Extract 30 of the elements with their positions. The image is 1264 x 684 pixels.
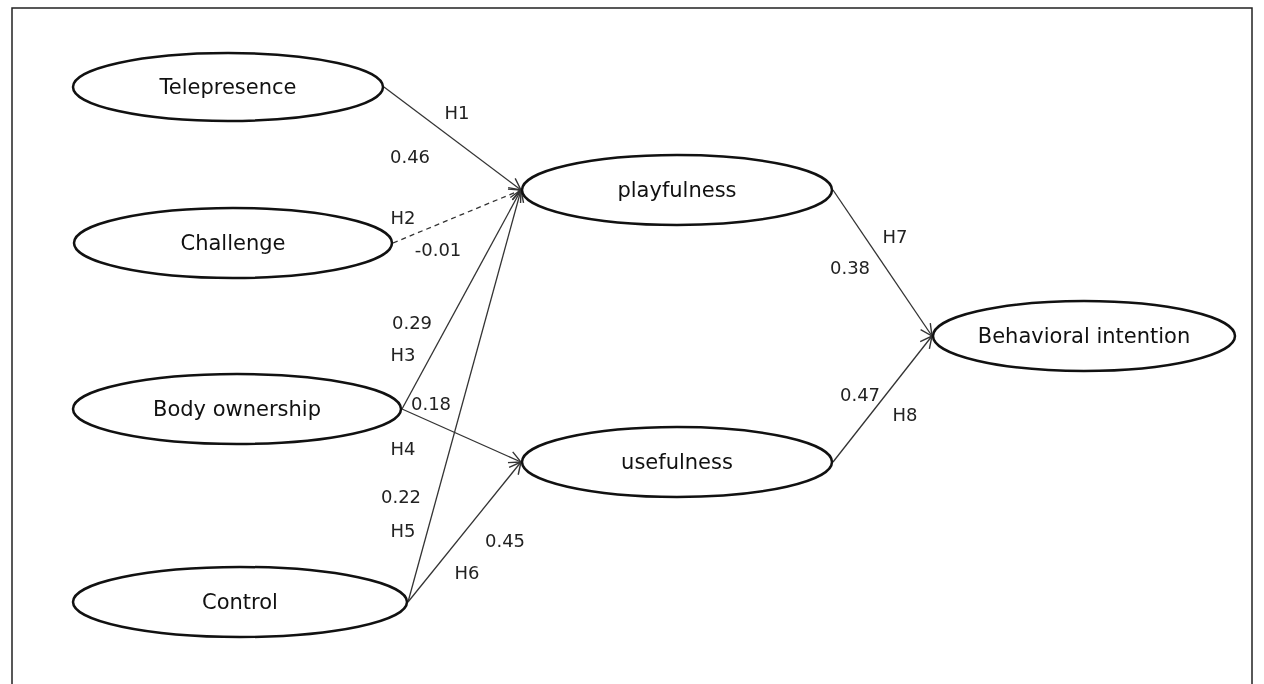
path-coefficient: 0.18 [410, 395, 452, 413]
path-arrow [401, 408, 522, 464]
construct-label: usefulness [620, 448, 734, 476]
hypothesis-label: H6 [454, 564, 480, 582]
path-coefficient: 0.45 [484, 532, 526, 550]
construct-label: Body ownership [152, 395, 322, 423]
construct-label: Control [201, 588, 279, 616]
construct-label: Telepresence [158, 73, 298, 101]
path-coefficient: 0.29 [391, 314, 433, 332]
construct-label: playfulness [616, 176, 738, 204]
construct-label: Behavioral intention [976, 322, 1192, 350]
hypothesis-label: H4 [390, 440, 416, 458]
path-coefficient: 0.47 [839, 386, 881, 404]
dashed-path-arrow [392, 188, 522, 244]
path-arrow [401, 189, 522, 410]
path-arrow [407, 461, 522, 603]
path-arrow [832, 189, 933, 337]
hypothesis-label: H3 [390, 346, 416, 364]
path-coefficient: 0.22 [380, 488, 422, 506]
hypothesis-label: H1 [444, 104, 470, 122]
path-arrow [832, 335, 933, 463]
path-arrow [383, 86, 522, 191]
hypothesis-label: H5 [390, 522, 416, 540]
path-coefficient: -0.01 [414, 241, 462, 259]
hypothesis-label: H8 [892, 406, 918, 424]
hypothesis-label: H7 [882, 228, 908, 246]
hypothesis-label: H2 [390, 209, 416, 227]
path-coefficient: 0.38 [829, 259, 871, 277]
path-coefficient: 0.46 [389, 148, 431, 166]
construct-label: Challenge [179, 229, 287, 257]
